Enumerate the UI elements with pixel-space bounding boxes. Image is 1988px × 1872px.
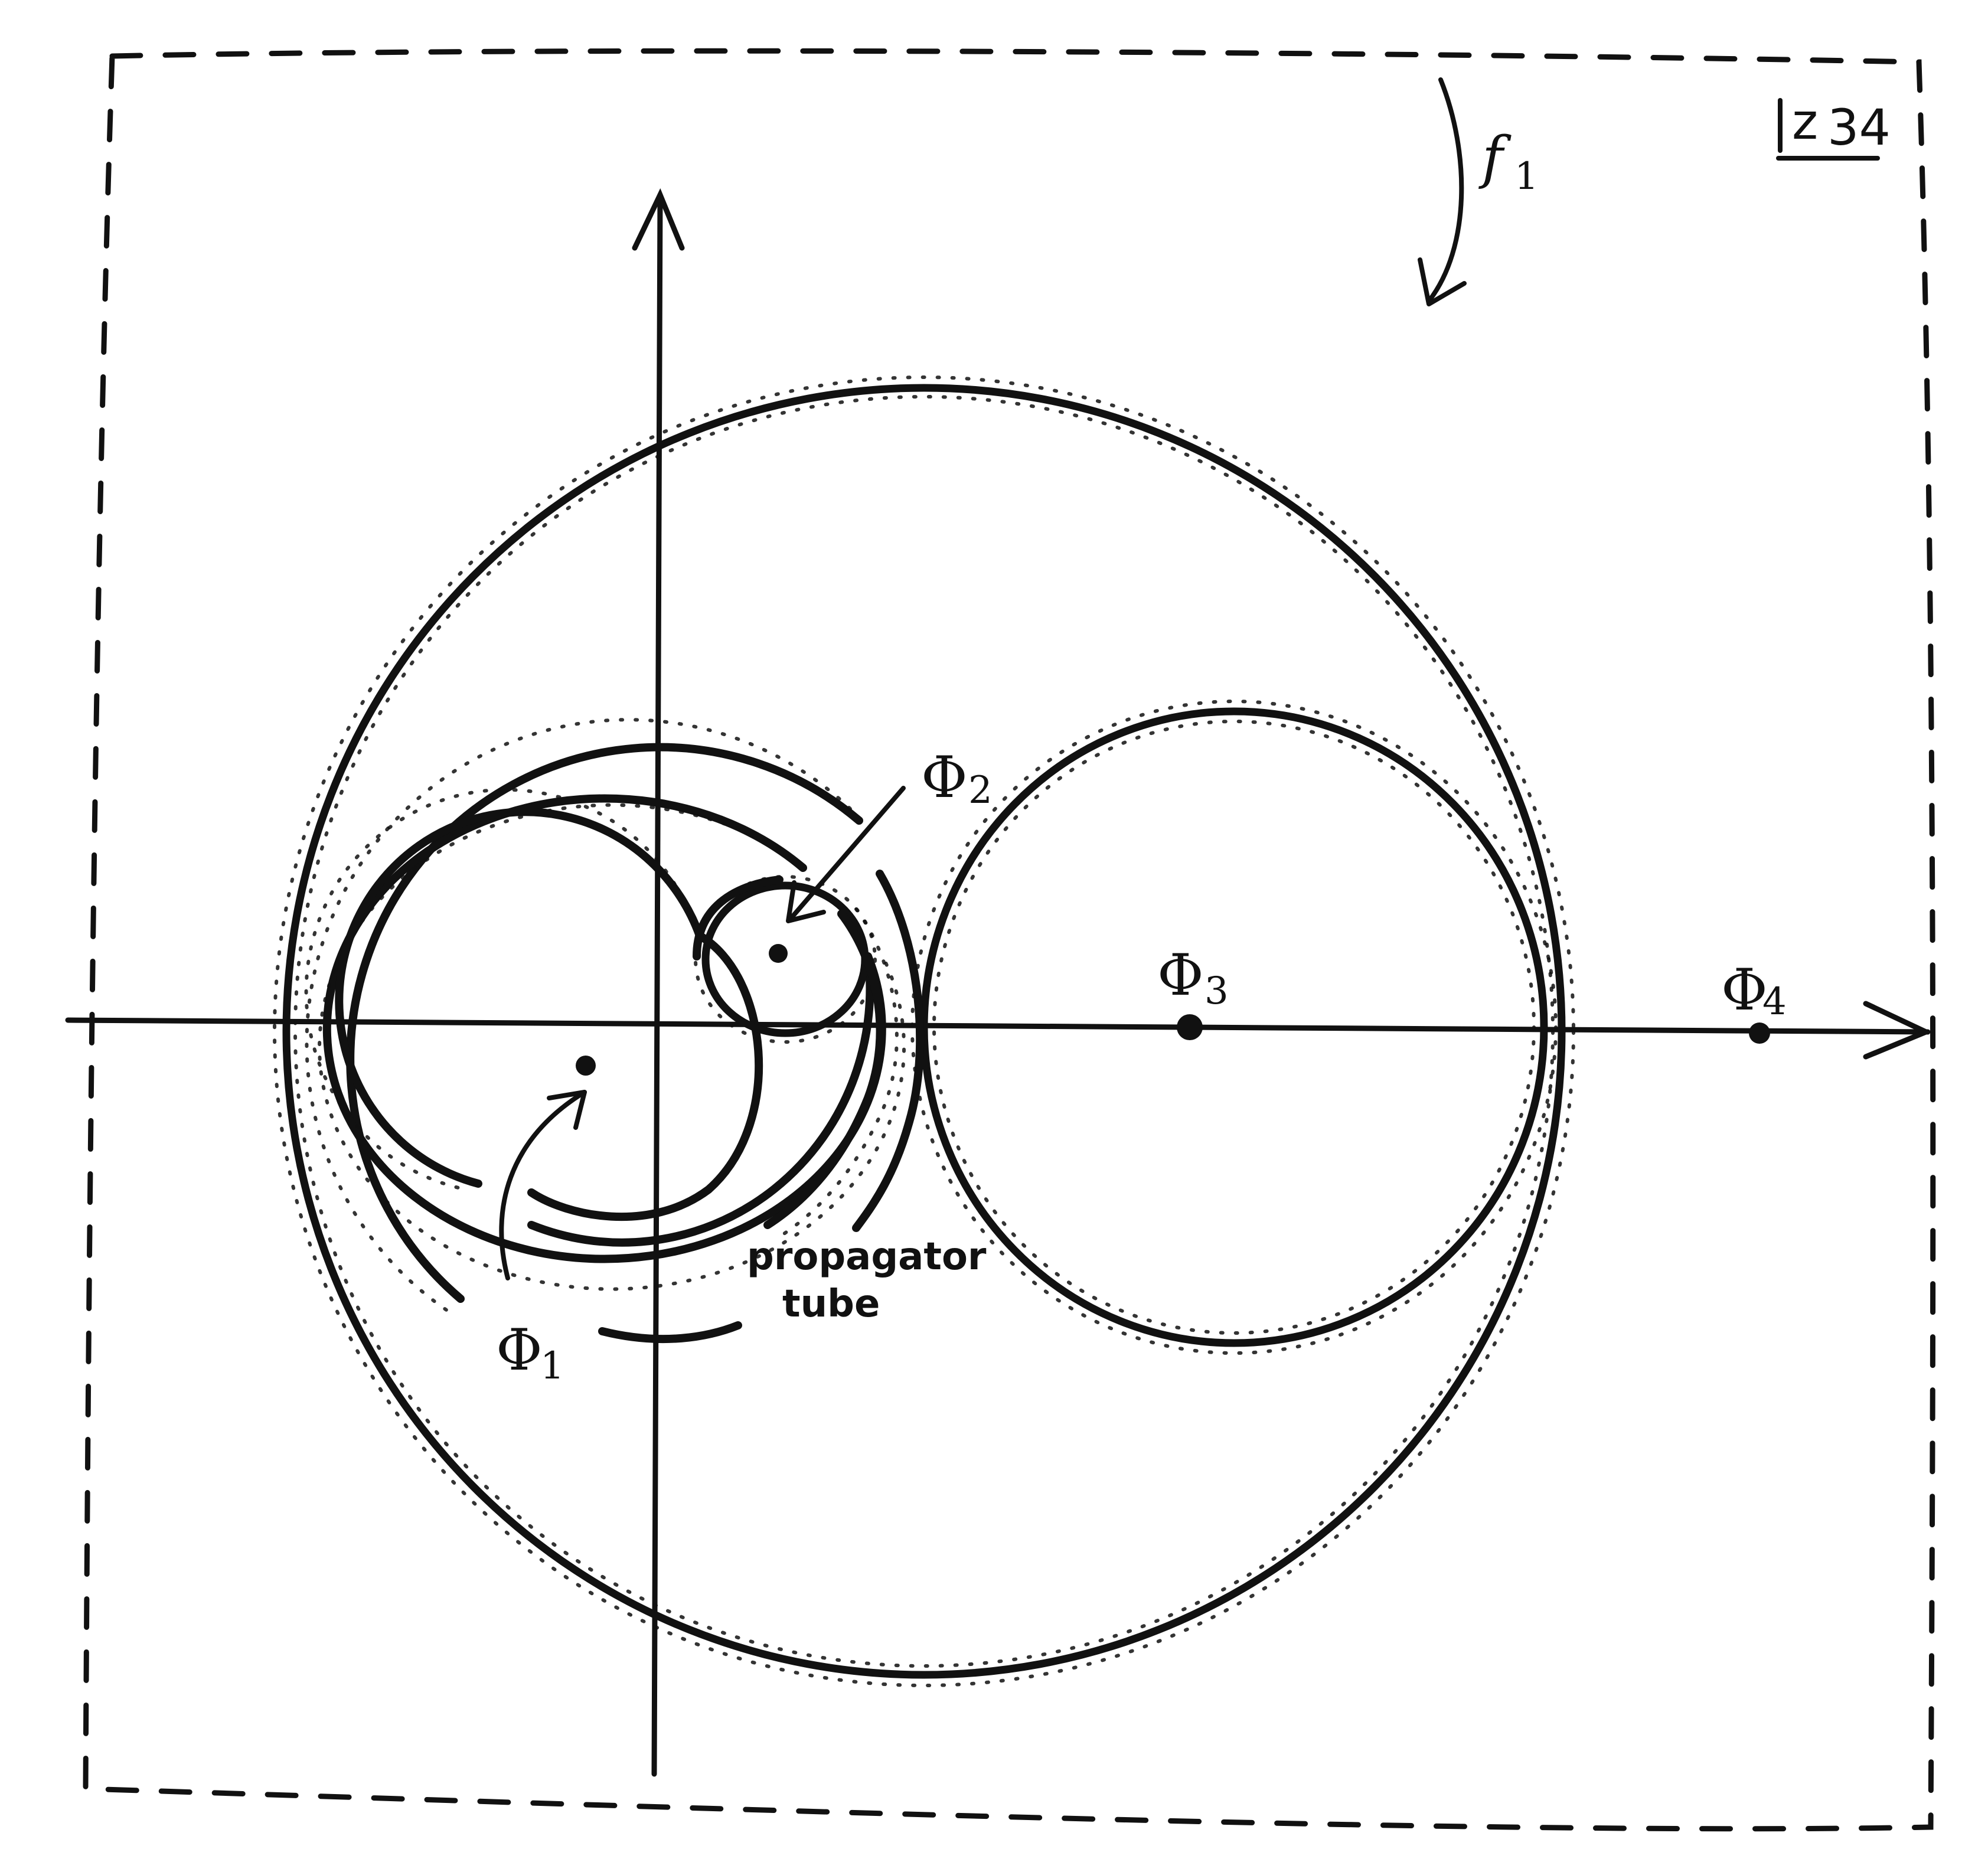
flow-f-subscript: 1 (1514, 155, 1539, 198)
point-markers (576, 944, 1770, 1076)
phi3-subscript: 3 (1204, 969, 1229, 1013)
flow-f-symbol: f (1478, 125, 1512, 191)
phi3-symbol: Φ (1157, 942, 1204, 1008)
corner-tag-letter: z (1792, 93, 1818, 151)
inner-arc (304, 788, 763, 1221)
phi2-point (769, 944, 788, 963)
phi3-label: Φ 3 (1157, 942, 1229, 1013)
phi4-point (1749, 1022, 1770, 1044)
phi3-circle (910, 700, 1558, 1355)
propagator-label-line2: tube (782, 1282, 880, 1326)
horizontal-axis (65, 1017, 1931, 1035)
vertical-axis-arrowhead (632, 188, 685, 251)
phi4-label: Φ 4 (1721, 957, 1787, 1024)
propagator-tube-arcs (598, 870, 925, 1344)
horizontal-axis-arrowhead (1863, 1001, 1933, 1060)
dashed-frame (83, 48, 1936, 1832)
phi1-point (576, 1056, 596, 1076)
flow-arrow (1426, 77, 1464, 303)
phi1-symbol: Φ (496, 1317, 543, 1383)
phi3-point (1177, 1014, 1203, 1040)
flow-label: f 1 (1478, 125, 1539, 198)
phi2-pointer-arrow (789, 786, 906, 920)
phi2-symbol: Φ (921, 744, 968, 811)
phi4-symbol: Φ (1721, 957, 1768, 1023)
phi1-pointer-arrowhead (547, 1090, 587, 1130)
phi4-subscript: 4 (1762, 980, 1787, 1024)
phi2-label: Φ 2 (921, 744, 993, 812)
phi1-pointer-arrow (499, 1090, 587, 1280)
corner-tag-number: 34 (1827, 99, 1891, 156)
flow-arrowhead (1418, 257, 1467, 306)
phi1-label: Φ 1 (496, 1317, 564, 1388)
vertical-axis (651, 195, 663, 1777)
phi2-subscript: 2 (968, 769, 993, 812)
phi1-subscript: 1 (540, 1344, 564, 1388)
outer-left-arc (305, 718, 863, 1315)
phi2-pointer-arrowhead (786, 880, 826, 923)
coordinate-axes (65, 188, 1933, 1777)
corner-tag: z 34 (1776, 93, 1891, 161)
propagator-label-line1: propagator (747, 1235, 987, 1279)
pointer-arrows (499, 77, 1467, 1280)
outer-circle (273, 375, 1575, 1687)
propagator-tube-label: propagator tube (747, 1235, 987, 1326)
